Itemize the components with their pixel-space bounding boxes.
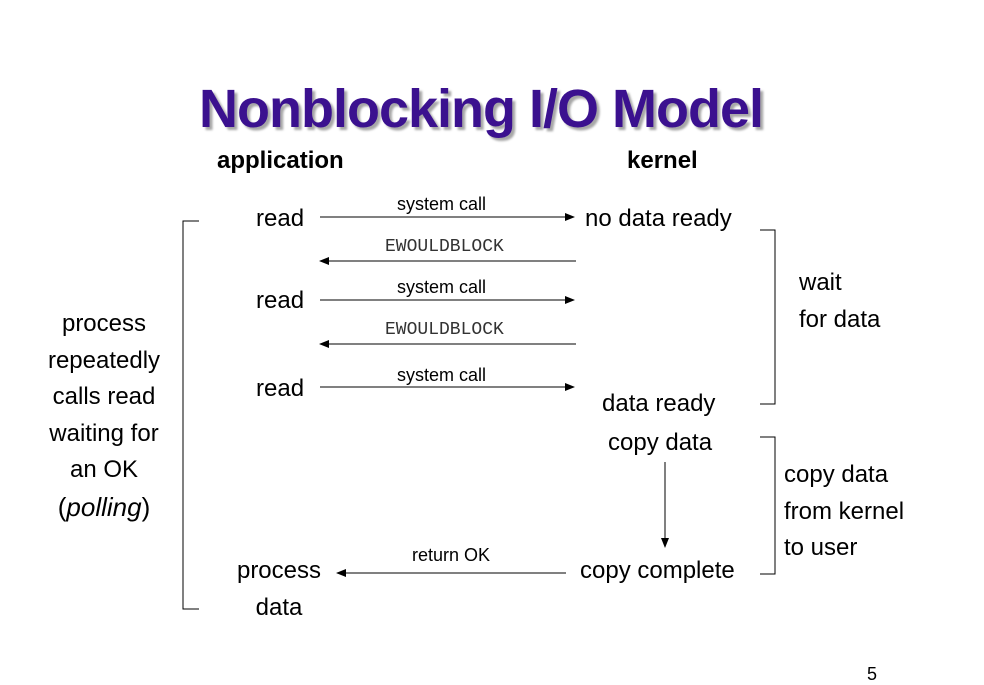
system-call-label-2: system call	[397, 277, 487, 297]
data-ready-label: data ready	[602, 390, 716, 417]
polling-note-line1: process	[61, 310, 147, 337]
paren-close: )	[141, 491, 151, 522]
return-ok-label: return OK	[412, 545, 491, 565]
system-call-label-1: system call	[397, 194, 487, 214]
polling-note-line5: an OK	[69, 456, 139, 483]
wait-note-line1: wait	[799, 269, 842, 296]
copy-note-line3: to user	[784, 534, 858, 561]
copy-note-line1: copy data	[784, 461, 889, 488]
process-label-line1: process	[236, 557, 322, 584]
polling-note: process repeatedly calls read waiting fo…	[30, 306, 178, 525]
polling-note-line4: waiting for	[49, 419, 159, 447]
polling-note-line2: repeatedly	[47, 346, 161, 374]
wait-for-data-note: wait for data	[799, 265, 880, 338]
copy-complete-label: copy complete	[580, 557, 735, 584]
copy-bracket	[760, 436, 776, 575]
ewouldblock-label-1: EWOULDBLOCK	[385, 237, 504, 257]
paren-open: (	[57, 491, 67, 522]
copy-data-label: copy data	[608, 429, 713, 456]
polling-word: polling	[66, 491, 142, 522]
process-label: process data	[228, 557, 330, 622]
kernel-header: kernel	[627, 147, 698, 174]
system-call-label-3: system call	[397, 365, 487, 385]
application-header: application	[217, 147, 344, 174]
read-label-3: read	[256, 375, 305, 402]
wait-note-line2: for data	[799, 305, 881, 333]
process-label-line2: data	[255, 594, 303, 621]
page-title: Nonblocking I/O Model	[199, 79, 764, 139]
left-bracket	[182, 220, 199, 610]
read-label-2: read	[256, 287, 305, 314]
polling-note-line3: calls read	[52, 383, 156, 410]
read-label-1: read	[256, 205, 305, 232]
copy-data-note: copy data from kernel to user	[784, 457, 904, 567]
no-data-ready-label: no data ready	[585, 205, 732, 232]
polling-note-line6: (polling)	[30, 489, 178, 526]
wait-bracket	[760, 229, 776, 405]
copy-note-line2: from kernel	[784, 497, 905, 525]
ewouldblock-label-2: EWOULDBLOCK	[385, 320, 504, 340]
